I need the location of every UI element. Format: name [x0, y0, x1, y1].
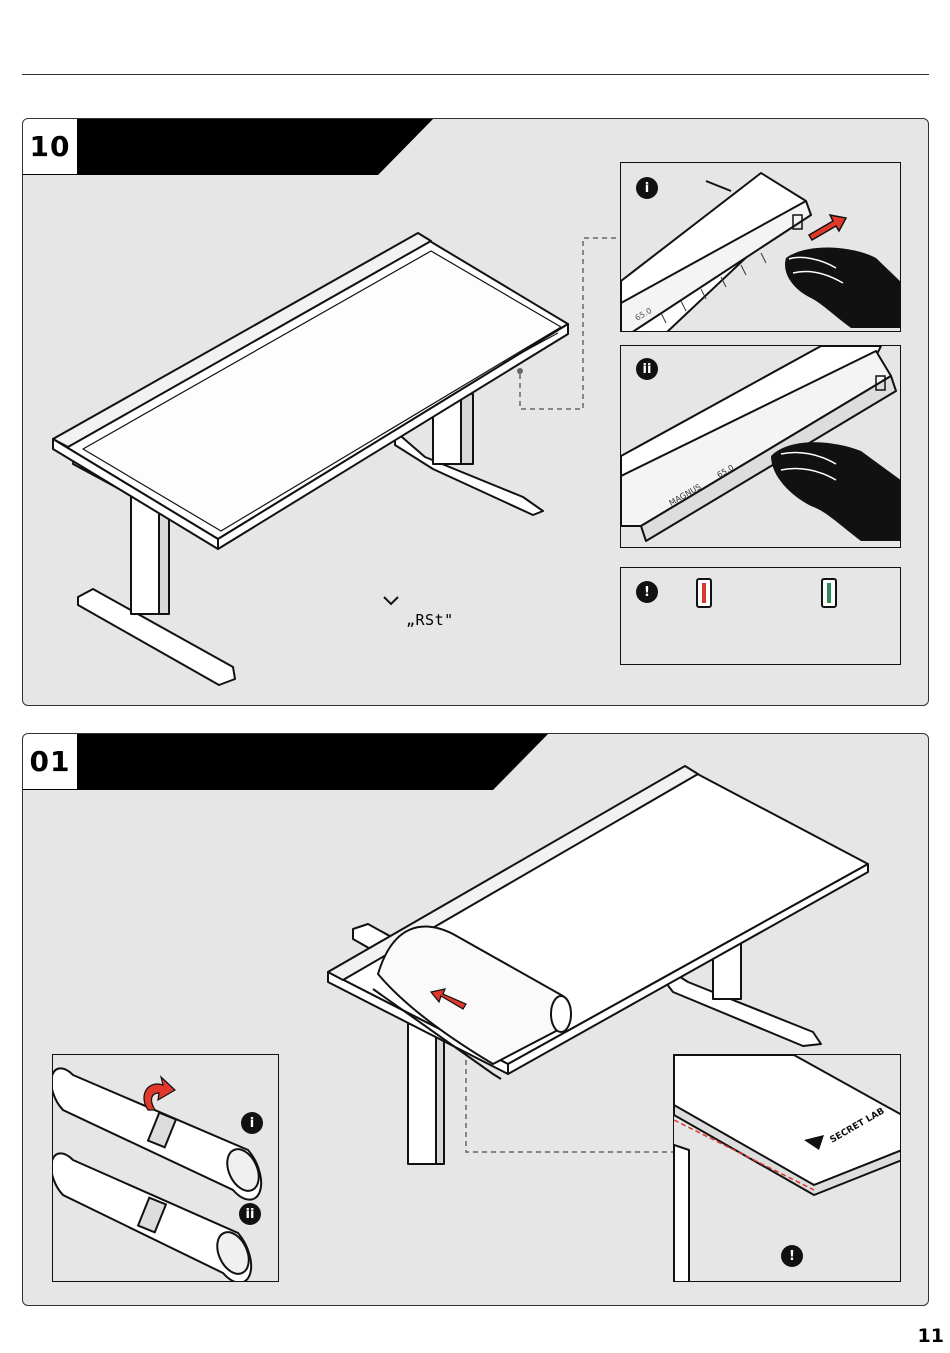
control-panel-inset-ii: MAGNUS 65.0 ii [620, 345, 901, 548]
mat-roll-inset: i ii [52, 1054, 279, 1282]
mat-edge-inset: SECRET LAB ! [673, 1054, 901, 1282]
green-indicator-icon [821, 578, 837, 608]
step-badge-ii-roll: ii [239, 1203, 261, 1225]
notice-box: ! [620, 567, 901, 665]
display-reset-text: „RSt" [406, 611, 454, 629]
control-panel-closeup: 65.0 [621, 163, 901, 332]
control-panel-closeup-touch: MAGNUS 65.0 [621, 346, 901, 548]
step-10-panel: 10 „R [22, 118, 929, 706]
page-number: 11 [918, 1325, 944, 1347]
green-indicator-band [827, 583, 831, 603]
red-indicator-band [702, 583, 706, 603]
control-panel-inset-i: 65.0 i [620, 162, 901, 332]
mat-roll-drawing [53, 1055, 279, 1282]
step-badge-i-roll: i [241, 1112, 263, 1134]
red-indicator-icon [696, 578, 712, 608]
step-badge-i: i [636, 177, 658, 199]
step-badge-ii: ii [636, 358, 658, 380]
warning-icon: ! [636, 581, 658, 603]
desk-illustration [23, 119, 623, 706]
step-01-panel: 01 [22, 733, 929, 1306]
top-rule [22, 74, 929, 75]
warning-icon-edge: ! [781, 1245, 803, 1267]
